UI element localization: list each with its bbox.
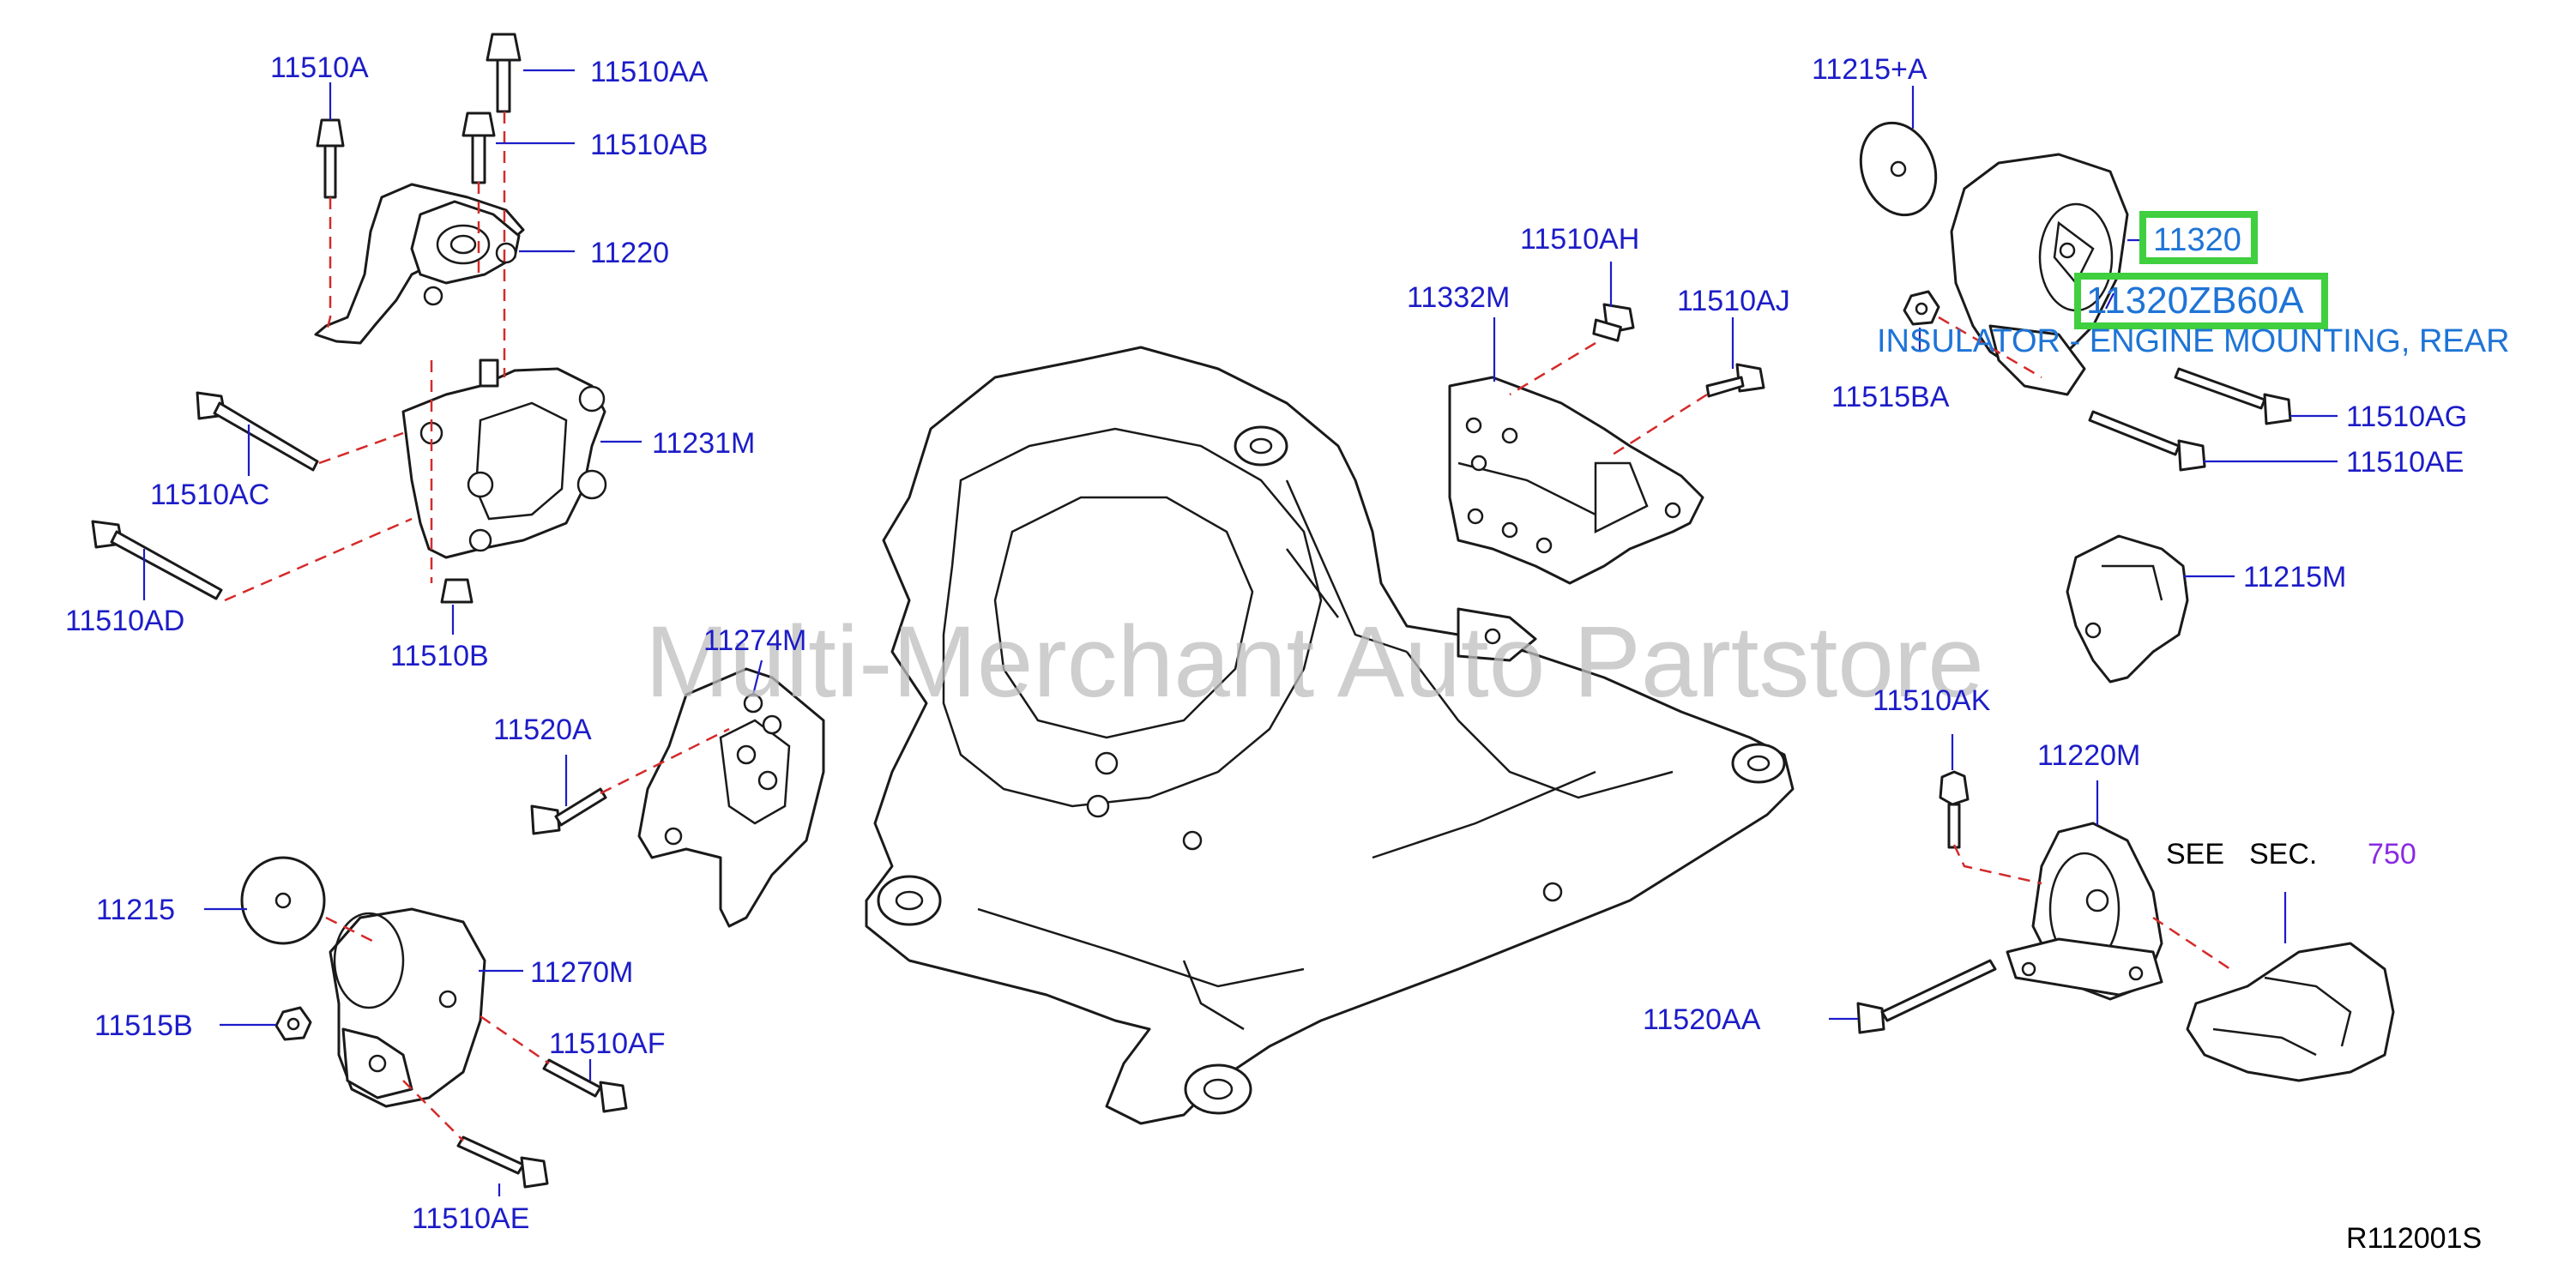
mount-11270M-drawing (240, 856, 628, 1189)
callout-11510A[interactable]: 11510A (270, 51, 369, 84)
callout-11510AH[interactable]: 11510AH (1520, 223, 1639, 256)
callout-11510AD[interactable]: 11510AD (65, 605, 184, 637)
watermark-text: Multi-Merchant Auto Partstore (645, 605, 1984, 719)
highlight-description: INSULATOR - ENGINE MOUNTING, REAR (1877, 323, 2510, 359)
guides-left-drawing (224, 111, 506, 602)
callout-11215M[interactable]: 11215M (2243, 561, 2346, 593)
callout-11220M[interactable]: 11220M (2037, 739, 2140, 772)
callout-11515B[interactable]: 11515B (94, 1009, 193, 1042)
callout-11220[interactable]: 11220 (590, 237, 669, 269)
callout-11510AK[interactable]: 11510AK (1873, 684, 1991, 717)
long-bolts-left-drawing (91, 391, 474, 604)
callout-11510AG[interactable]: 11510AG (2346, 401, 2467, 433)
callout-11215[interactable]: 11215 (96, 894, 175, 926)
callout-11510AC[interactable]: 11510AC (150, 479, 269, 511)
callout-11520A[interactable]: 11520A (493, 714, 592, 746)
highlight-box-oem-number (2074, 273, 2328, 329)
section-link-750[interactable]: 750 (2368, 838, 2416, 870)
callout-11270M[interactable]: 11270M (530, 956, 633, 989)
callout-11510AE-left[interactable]: 11510AE (412, 1202, 529, 1235)
callout-11520AA[interactable]: 11520AA (1643, 1003, 1761, 1036)
bracket-11231M-drawing (401, 358, 607, 559)
callout-11510AJ[interactable]: 11510AJ (1677, 285, 1790, 317)
callout-11510AA[interactable]: 11510AA (590, 56, 709, 88)
callout-11231M[interactable]: 11231M (652, 427, 755, 460)
callout-11332M[interactable]: 11332M (1407, 281, 1510, 314)
bracket-11274M-drawing (530, 667, 825, 928)
mount-11220M-drawing (1856, 770, 2395, 1082)
see-label: SEE (2166, 838, 2224, 870)
callout-11510AB[interactable]: 11510AB (590, 129, 708, 161)
bracket-11215M-drawing (2066, 534, 2189, 684)
callout-11510AE-right[interactable]: 11510AE (2346, 446, 2464, 479)
bracket-11220-drawing (314, 183, 525, 345)
bracket-11332M-drawing (1448, 303, 1765, 585)
highlight-oem-number[interactable]: 11320ZB60A (2086, 280, 2304, 322)
sec-label: SEC. (2249, 838, 2317, 870)
subframe-drawing (865, 346, 1795, 1125)
callout-11215-A[interactable]: 11215+A (1812, 53, 1927, 86)
callout-11510AF[interactable]: 11510AF (549, 1027, 665, 1060)
callout-11515BA[interactable]: 11515BA (1831, 381, 1950, 413)
mount-11320-drawing (1859, 121, 2292, 472)
callout-11510B[interactable]: 11510B (390, 640, 489, 672)
leader-lines (142, 69, 2338, 1196)
diagram-code: R112001S (2346, 1222, 2482, 1255)
callout-11274M[interactable]: 11274M (703, 624, 806, 657)
highlight-part-number[interactable]: 11320 (2153, 222, 2241, 258)
highlight-box-part-number (2139, 211, 2258, 264)
bolts-top-left-drawing (316, 33, 522, 199)
